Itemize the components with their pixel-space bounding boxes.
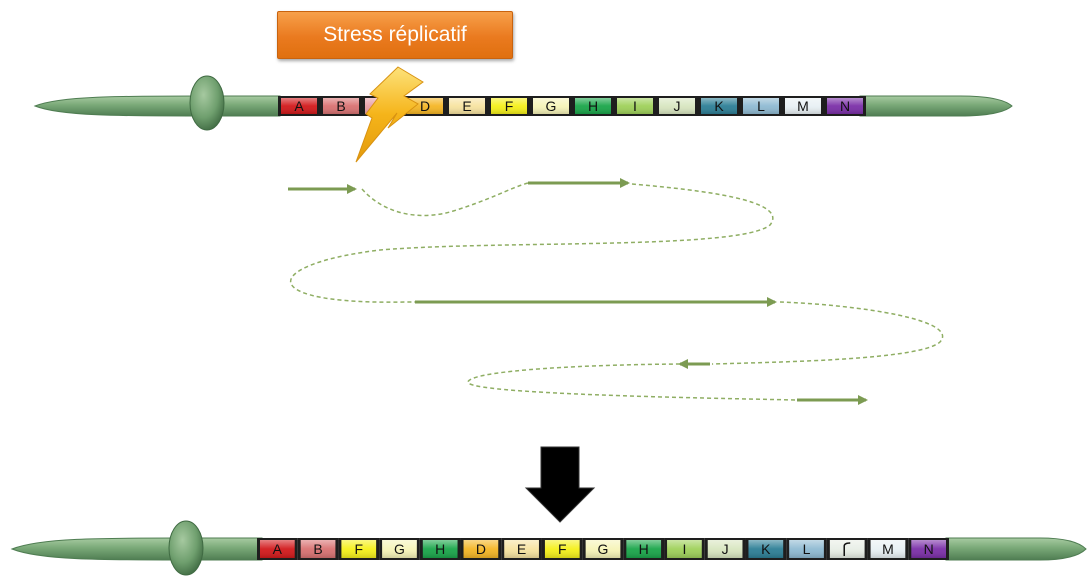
top-gene-label-8: I [633,98,637,114]
bottom-chromosome-left-arm [10,537,263,561]
down-arrow-icon [524,446,596,523]
top-gene-label-11: L [757,98,765,114]
stress-label-box: Stress réplicatif [277,11,513,59]
top-gene-label-10: K [714,98,724,114]
bottom-gene-gloss-13 [789,540,824,558]
top-gene-label-13: N [840,98,850,114]
bottom-gene-gloss-8 [585,540,621,558]
bottom-gene-gloss-14 [829,540,865,558]
top-gene-gloss-7 [575,98,611,114]
bottom-gene-label-6: E [517,541,526,557]
top-gene-label-7: H [588,98,598,114]
bottom-gene-gloss-12 [748,540,784,558]
dashed-path-4 [467,363,798,401]
bottom-gene-gloss-0 [260,540,295,558]
bottom-gene-gloss-11 [707,540,743,558]
top-gene-label-5: F [505,98,514,114]
top-chromosome-left-arm [33,95,281,117]
bottom-gene-gloss-1 [300,540,336,558]
top-gene-label-1: B [336,98,345,114]
bottom-gene-label-7: F [558,541,567,557]
bottom-chromosome-right-arm [945,537,1087,561]
bottom-gene-label-5: D [476,541,486,557]
bottom-gene-gloss-10 [667,540,702,558]
top-gene-label-9: J [674,98,681,114]
bottom-gene-label-1: B [313,541,322,557]
bottom-gene-gloss-2 [341,540,377,558]
bottom-gene-gloss-7 [544,540,580,558]
bottom-gene-gloss-15 [870,540,906,558]
top-gene-gloss-9 [659,98,695,114]
bottom-gene-label-15: M [882,541,894,557]
top-gene-gloss-4 [449,98,485,114]
top-centromere [189,75,225,131]
dashed-path-2 [289,183,774,303]
top-gene-label-4: E [462,98,471,114]
top-gene-gloss-8 [617,98,653,114]
top-gene-gloss-13 [827,98,863,114]
bottom-gene-label-0: A [273,541,283,557]
top-gene-gloss-12 [785,98,821,114]
bottom-gene-label-8: G [598,541,609,557]
top-gene-gloss-5 [491,98,527,114]
top-gene-gloss-10 [701,98,737,114]
top-gene-gloss-11 [743,98,779,114]
bottom-gene-gloss-16 [911,540,946,558]
top-gene-gloss-6 [533,98,569,114]
top-gene-gloss-3 [407,98,443,114]
lightning-bolt-icon [355,66,424,163]
bottom-gene-label-2: F [354,541,363,557]
bottom-gene-label-13: L [803,541,811,557]
bottom-centromere [168,520,204,576]
dashed-path-1 [361,182,529,217]
top-gene-label-0: A [294,98,304,114]
bottom-gene-gloss-4 [422,540,458,558]
bottom-gene-gloss-3 [382,540,417,558]
top-gene-label-6: G [546,98,557,114]
dashed-path-3 [711,301,944,365]
top-chromosome-right-arm [859,95,1013,117]
bottom-gene-label-11: J [722,541,729,557]
top-gene-gloss-0 [281,98,317,114]
breakpoint-mark-icon [843,542,851,556]
bottom-gene-label-12: K [761,541,771,557]
bottom-gene-gloss-9 [626,540,662,558]
bottom-gene-gloss-6 [504,540,539,558]
bottom-gene-label-9: H [639,541,649,557]
bottom-gene-label-10: I [682,541,686,557]
top-gene-label-12: M [797,98,809,114]
top-gene-gloss-1 [323,98,359,114]
top-gene-label-3: D [420,98,430,114]
bottom-gene-label-4: H [435,541,445,557]
stress-label: Stress réplicatif [323,23,467,46]
bottom-gene-label-3: G [394,541,405,557]
replication-strands [288,178,944,405]
bottom-gene-gloss-5 [463,540,499,558]
bottom-gene-label-16: N [924,541,934,557]
